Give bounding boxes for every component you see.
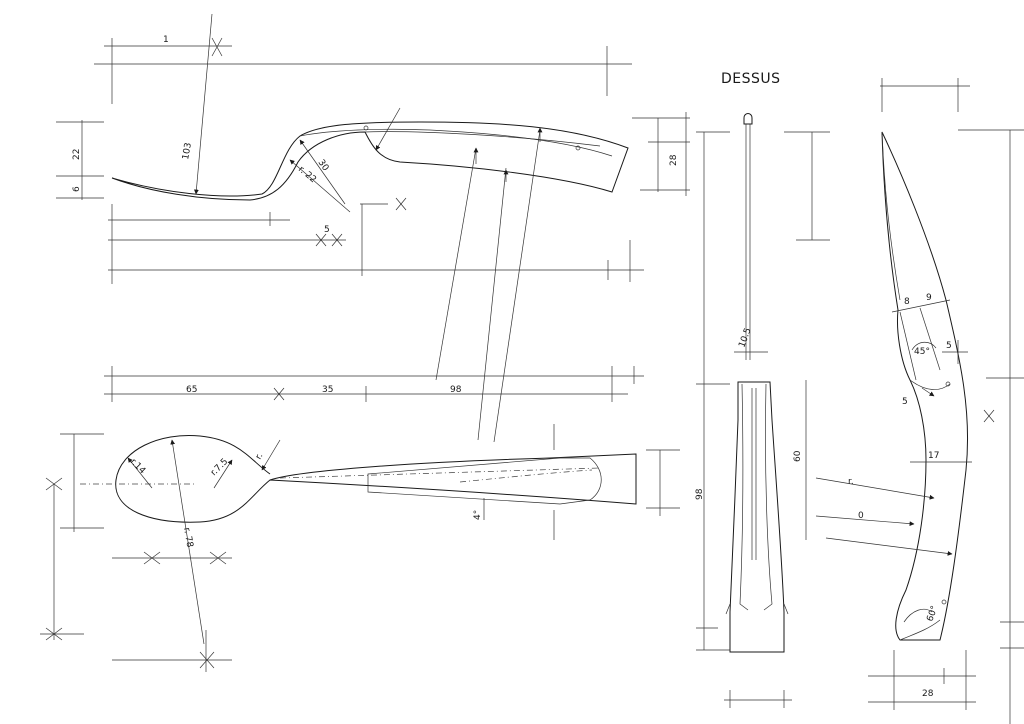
dim-angle-60: 60° [925,605,940,623]
dim-radius-14: r.14 [128,457,147,476]
dim-35: 35 [322,385,333,395]
dim-height-28: 28 [669,154,679,166]
dim-radius-22: r. 22 [296,165,318,186]
dim-9: 9 [926,293,932,303]
dim-angle-4: 4° [473,510,483,520]
title-dessus: DESSUS [721,71,781,87]
dim-radius-r-right: r. [848,477,854,487]
dessus-outline [729,381,785,653]
dim-5-left: 5 [902,397,908,407]
section-view: 8 9 45° 5 5 17 r. 0 60° [815,78,1024,724]
side-profile [111,121,629,201]
dim-radius-78: r. 78 [181,527,194,549]
dim-98-vertical: 98 [695,488,705,500]
dim-height-22: 22 [72,149,82,160]
dim-28-bottom: 28 [922,689,934,699]
length-dimensions: 65 35 98 [104,366,644,402]
plan-outline [115,434,637,523]
dim-65: 65 [186,385,197,395]
dim-98: 98 [450,385,462,395]
dim-angle-45: 45° [914,347,930,357]
dim-5-right: 5 [946,341,952,351]
dim-top-left: 1 [163,35,169,45]
dim-60: 60 [793,450,803,462]
top-view-dessus: DESSUS 10.5 98 60 [695,71,830,708]
dim-height-6: 6 [72,186,82,192]
dim-8: 8 [904,297,910,307]
blade-outline [881,131,969,641]
radius-103-line [193,13,213,195]
plan-view: r.14 r.7.5 r. 78 r. 4° [40,424,680,672]
dim-arc-30: 30 [316,158,331,173]
dim-small-5: 5 [324,225,330,235]
side-view: 1 103 22 6 r. 22 30 28 5 [56,13,690,443]
dim-10-5: 10.5 [737,327,753,349]
dim-0: 0 [858,511,864,521]
dim-17: 17 [928,451,939,461]
dim-radius-103: 103 [181,142,194,161]
dim-radius-r: r. [254,452,266,462]
